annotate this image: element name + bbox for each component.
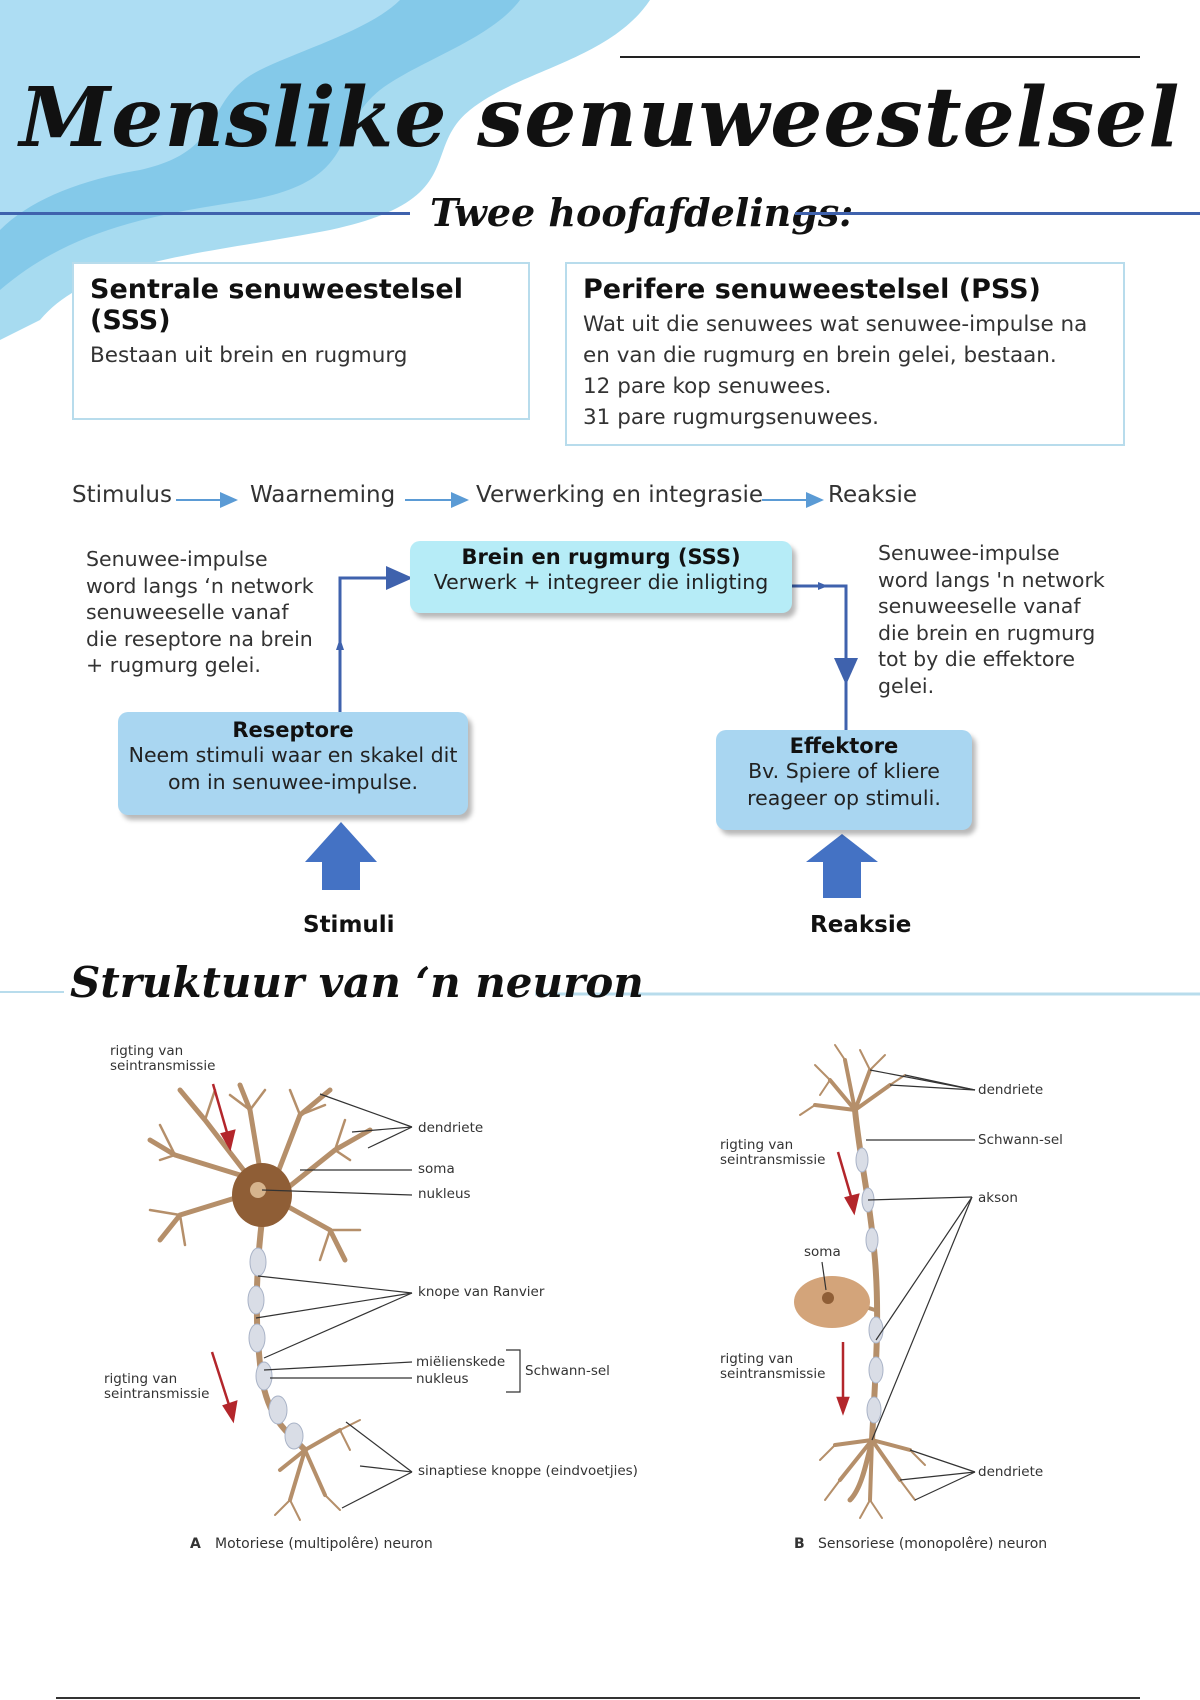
stimuli-caption: Stimuli bbox=[303, 912, 395, 938]
stimuli-arrow-icon bbox=[305, 822, 377, 890]
neuron-b-label-schwann: Schwann-sel bbox=[978, 1132, 1063, 1148]
node-brain-spinal-cord: Brein en rugmurg (SSS) Verwerk + integre… bbox=[410, 541, 792, 613]
flow-step-stimulus: Stimulus bbox=[72, 482, 172, 508]
subtitle-rule-right bbox=[795, 212, 1200, 215]
neuron-a-leader-lines bbox=[255, 1093, 521, 1509]
section-title-neuron: Struktuur van ‘n neuron bbox=[70, 958, 644, 1007]
nerve-path-connectors bbox=[336, 566, 858, 730]
neuron-a-caption-letter: A bbox=[190, 1536, 201, 1552]
division-text: en van die rugmurg en brein gelei, besta… bbox=[583, 343, 1057, 368]
neuron-a-label-nucleus: nukleus bbox=[418, 1186, 471, 1202]
neuron-a-caption: Motoriese (multipolêre) neuron bbox=[215, 1536, 433, 1552]
flow-step-processing: Verwerking en integrasie bbox=[476, 482, 764, 508]
division-heading: Sentrale senuweestelsel (SSS) bbox=[90, 274, 463, 336]
neuron-a-nucleus bbox=[250, 1182, 266, 1198]
neuron-a-label-schwann: Schwann-sel bbox=[525, 1363, 610, 1379]
node-effectors: Effektore Bv. Spiere of kliere reageer o… bbox=[716, 730, 972, 830]
neuron-a-label-nucleus2: nukleus bbox=[416, 1371, 469, 1387]
neuron-a-label-synaptic: sinaptiese knoppe (eindvoetjies) bbox=[418, 1463, 638, 1479]
neuron-a-label-dendrites: dendriete bbox=[418, 1120, 484, 1136]
neuron-b-caption-letter: B bbox=[794, 1536, 805, 1552]
page-title: Menslike senuweestelsel bbox=[19, 70, 1181, 166]
neuron-b-direction-bottom: rigting van seintransmissie bbox=[720, 1351, 826, 1382]
neuron-b-nucleus bbox=[822, 1292, 834, 1304]
neuron-b-label-dendrites-bottom: dendriete bbox=[978, 1464, 1044, 1480]
neuron-b-caption: Sensoriese (monopolêre) neuron bbox=[818, 1536, 1048, 1552]
neuron-a-direction-top: rigting van seintransmissie bbox=[110, 1043, 216, 1074]
neuron-a-direction-bottom: rigting van seintransmissie bbox=[104, 1371, 210, 1402]
neuron-b-label-axon: akson bbox=[978, 1190, 1018, 1206]
neuron-a-label-soma: soma bbox=[418, 1161, 455, 1177]
page-subtitle: Twee hoofafdelings: bbox=[430, 190, 854, 235]
division-text: Bestaan uit brein en rugmurg bbox=[90, 343, 408, 368]
header-top-rule bbox=[620, 56, 1140, 58]
division-text: 12 pare kop senuwees. bbox=[583, 374, 832, 399]
neuron-b-direction-top: rigting van seintransmissie bbox=[720, 1137, 826, 1168]
left-note: Senuwee-impulse word langs ‘n network se… bbox=[86, 547, 314, 677]
subtitle-rule-left bbox=[0, 212, 410, 215]
node-receptors: Reseptore Neem stimuli waar en skakel di… bbox=[118, 712, 468, 815]
neuron-a-label-myelin: miëlienskede bbox=[416, 1354, 506, 1370]
division-card-pss: Perifere senuweestelsel (PSS) Wat uit di… bbox=[565, 262, 1125, 446]
flow-step-reaction: Reaksie bbox=[828, 482, 918, 508]
neuron-b-label-dendrites-top: dendriete bbox=[978, 1082, 1044, 1098]
flow-step-perception: Waarneming bbox=[250, 482, 396, 508]
division-heading: Perifere senuweestelsel (PSS) bbox=[583, 274, 1041, 305]
right-note: Senuwee-impulse word langs 'n network se… bbox=[878, 541, 1105, 698]
reaction-caption: Reaksie bbox=[810, 912, 912, 938]
division-text: Wat uit die senuwees wat senuwee-impulse… bbox=[583, 312, 1088, 337]
neuron-b-direction-arrows bbox=[836, 1151, 860, 1416]
reaction-arrow-icon bbox=[806, 834, 878, 898]
neuron-b-leader-lines bbox=[821, 1069, 976, 1501]
neuron-a-direction-arrows bbox=[210, 1083, 238, 1424]
division-text: 31 pare rugmurgsenuwees. bbox=[583, 405, 879, 430]
neuron-a-myelin bbox=[247, 1247, 304, 1450]
division-card-sss: Sentrale senuweestelsel (SSS) Bestaan ui… bbox=[72, 262, 530, 420]
neuron-b-label-soma: soma bbox=[804, 1244, 841, 1260]
neuron-a-label-nodes: knope van Ranvier bbox=[418, 1284, 545, 1300]
header-wave-decoration bbox=[0, 0, 650, 340]
